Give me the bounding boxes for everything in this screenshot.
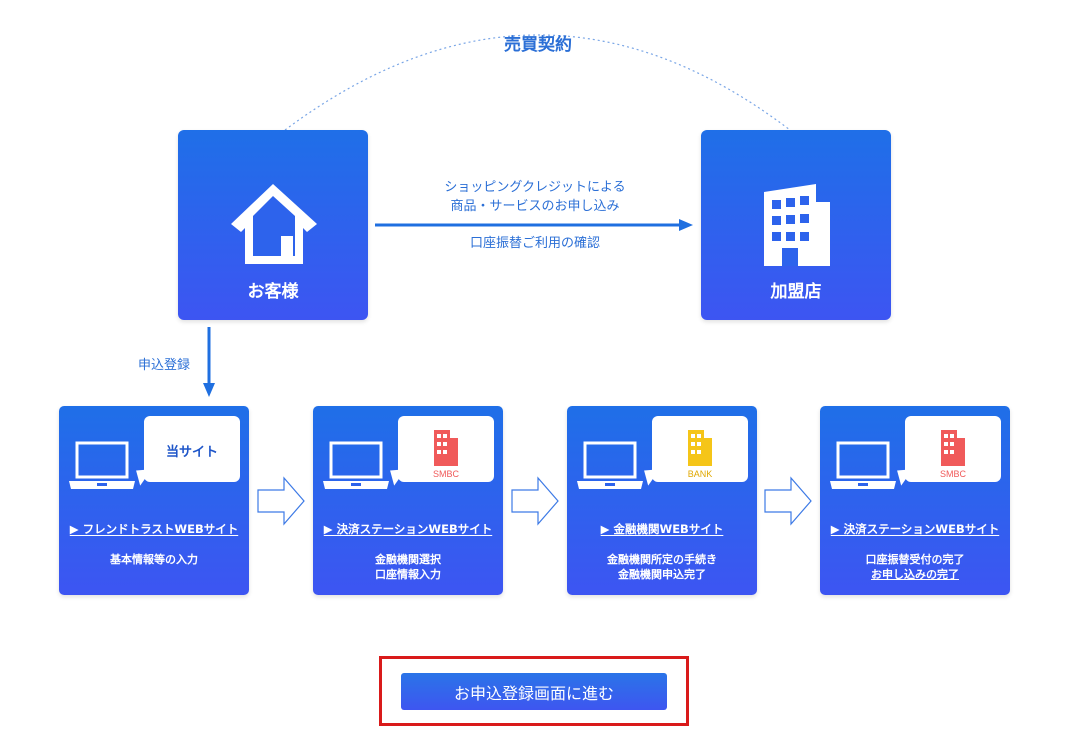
apply-label: 申込登録 <box>138 358 191 373</box>
step-desc-line: 金融機関選択 <box>375 553 441 566</box>
step-desc-line: 金融機関所定の手続き <box>607 553 717 566</box>
laptop-icon <box>69 441 135 489</box>
step-desc-line-emphasis: お申し込みの完了 <box>871 568 959 581</box>
customer-card: お客様 <box>178 130 368 320</box>
step-desc: 基本情報等の入力 <box>59 552 249 567</box>
merchant-label: 加盟店 <box>770 282 822 302</box>
payment-station-site-link[interactable]: ▶ 決済ステーションWEBサイト <box>323 522 493 536</box>
smbc-building-icon: SMBC <box>433 430 460 479</box>
step-card-2: SMBC ▶ 決済ステーションWEBサイト 金融機関選択 口座情報入力 <box>313 406 503 595</box>
speech-bubble: 当サイト <box>144 416 240 482</box>
step-desc: 金融機関所定の手続き 金融機関申込完了 <box>567 552 757 582</box>
house-icon <box>231 184 317 264</box>
merchant-card: 加盟店 <box>701 130 891 320</box>
payment-station-site-link[interactable]: ▶ 決済ステーションWEBサイト <box>830 522 1000 536</box>
step-arrow-icon <box>764 476 812 526</box>
contract-arc <box>284 34 791 131</box>
step-desc: 金融機関選択 口座情報入力 <box>313 552 503 582</box>
step-card-4: SMBC ▶ 決済ステーションWEBサイト 口座振替受付の完了 お申し込みの完了 <box>820 406 1010 595</box>
down-arrow-icon <box>203 327 215 397</box>
step-card-3: BANK ▶ 金融機関WEBサイト 金融機関所定の手続き 金融機関申込完了 <box>567 406 757 595</box>
step-desc: 口座振替受付の完了 お申し込みの完了 <box>820 552 1010 582</box>
smbc-building-icon: SMBC <box>940 430 967 479</box>
speech-bubble: BANK <box>652 416 748 482</box>
step-arrow-icon <box>257 476 305 526</box>
step-desc-line: 口座振替受付の完了 <box>865 553 965 566</box>
smbc-mark: SMBC <box>433 469 460 479</box>
speech-bubble: SMBC <box>398 416 494 482</box>
right-arrow-icon <box>375 219 693 231</box>
step-desc-line: 金融機関申込完了 <box>618 568 706 581</box>
flow-text-line1: ショッピングクレジットによる <box>444 180 626 195</box>
laptop-icon <box>577 441 643 489</box>
building-icon <box>764 184 830 266</box>
step-desc-line: 口座情報入力 <box>375 568 441 581</box>
customer-label: お客様 <box>247 282 299 302</box>
flow-text-line2: 商品・サービスのお申し込み <box>450 199 620 214</box>
smbc-mark: SMBC <box>940 469 967 479</box>
contract-label: 売買契約 <box>504 35 572 55</box>
step-card-1: 当サイト ▶ フレンドトラストWEBサイト 基本情報等の入力 <box>59 406 249 595</box>
flow-text-line3: 口座振替ご利用の確認 <box>469 236 600 251</box>
speech-bubble: SMBC <box>905 416 1001 482</box>
bank-site-link[interactable]: ▶ 金融機関WEBサイト <box>600 522 724 536</box>
friendtrust-site-link[interactable]: ▶ フレンドトラストWEBサイト <box>69 522 239 536</box>
bank-building-icon: BANK <box>688 430 713 479</box>
site-bubble-label: 当サイト <box>165 445 218 460</box>
step-desc-line: 基本情報等の入力 <box>110 553 198 566</box>
laptop-icon <box>323 441 389 489</box>
bank-mark: BANK <box>688 469 713 479</box>
laptop-icon <box>830 441 896 489</box>
step-arrow-icon <box>511 476 559 526</box>
cta-highlight-frame <box>379 656 689 726</box>
proceed-to-registration-button[interactable]: お申込登録画面に進む <box>401 673 667 710</box>
